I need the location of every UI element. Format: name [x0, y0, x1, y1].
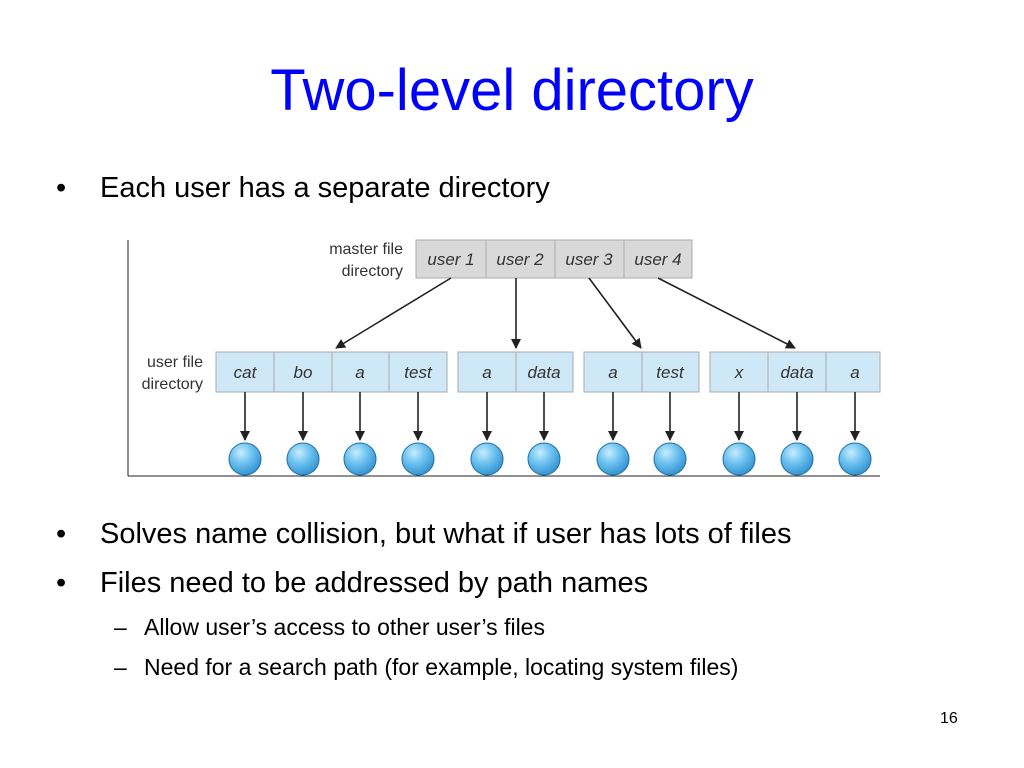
master-cell: [623, 239, 693, 279]
master-to-user-arrows: [335, 277, 796, 349]
user-file-directory: a test: [583, 351, 700, 393]
user-file-directory: cat bo a test: [215, 351, 448, 393]
sub-bullet-text: Allow user’s access to other user’s file…: [144, 614, 545, 640]
user-dir-cell: [388, 351, 448, 393]
file-nodes: [228, 442, 872, 476]
master-file-directory-label: master file: [329, 241, 403, 258]
dash-icon: –: [114, 654, 127, 680]
master-cell: [554, 239, 625, 279]
file-node: [838, 442, 872, 476]
sub-bullet-item: – Need for a search path (for example, l…: [114, 656, 738, 679]
pointer-arrow: [335, 277, 452, 349]
user-dir-cell-label: a: [608, 363, 617, 382]
file-node: [780, 442, 814, 476]
bullet-item: • Each user has a separate directory: [56, 174, 550, 203]
sub-bullet-item: – Allow user’s access to other user’s fi…: [114, 616, 545, 639]
file-node: [527, 442, 561, 476]
user-file-directory-label: directory: [142, 376, 203, 393]
user-dir-cell: [767, 351, 827, 393]
master-cell: [485, 239, 556, 279]
file-node: [470, 442, 504, 476]
file-node: [653, 442, 687, 476]
file-node: [596, 442, 630, 476]
page-number: 16: [940, 710, 958, 727]
master-cell-label: user 1: [427, 250, 474, 269]
user-file-directory: a data: [457, 351, 574, 393]
slide-title: Two-level directory: [270, 58, 754, 123]
master-file-directory: user 1 user 2 user 3 user 4: [415, 239, 693, 279]
master-cell-label: user 2: [496, 250, 544, 269]
user-dir-cell-label: a: [482, 363, 491, 382]
file-node: [343, 442, 377, 476]
user-dir-cell-label: data: [780, 363, 813, 382]
user-dir-cell-label: test: [656, 363, 685, 382]
user-dir-cell-label: bo: [294, 363, 313, 382]
user-file-directory-label: user file: [147, 354, 203, 371]
user-dir-cell-label: a: [850, 363, 859, 382]
file-node: [228, 442, 262, 476]
user-dir-cell: [273, 351, 333, 393]
bullet-item: • Files need to be addressed by path nam…: [56, 569, 648, 598]
user-dir-cell-label: data: [527, 363, 560, 382]
master-file-directory-label: directory: [342, 263, 403, 280]
pointer-arrow: [657, 277, 796, 349]
file-node: [722, 442, 756, 476]
file-node: [286, 442, 320, 476]
user-dir-cell-label: x: [734, 363, 744, 382]
user-dir-cell-label: test: [404, 363, 433, 382]
bullet-icon: •: [56, 567, 67, 599]
user-dir-cell-label: a: [355, 363, 364, 382]
pointer-arrow: [588, 277, 642, 349]
user-dir-cell: [515, 351, 574, 393]
file-node: [401, 442, 435, 476]
bullet-icon: •: [56, 172, 67, 204]
user-dir-cell-label: cat: [234, 363, 258, 382]
bullet-text: Each user has a separate directory: [100, 172, 550, 204]
dash-icon: –: [114, 614, 127, 640]
sub-bullet-text: Need for a search path (for example, loc…: [144, 654, 739, 680]
bullet-item: • Solves name collision, but what if use…: [56, 520, 792, 549]
bullet-icon: •: [56, 518, 67, 550]
user-dir-cell: [825, 351, 881, 393]
master-cell-label: user 3: [565, 250, 613, 269]
bullet-text: Solves name collision, but what if user …: [100, 518, 792, 550]
file-pointer-arrows: [240, 392, 860, 441]
bullet-text: Files need to be addressed by path names: [100, 567, 649, 599]
master-cell-label: user 4: [634, 250, 681, 269]
user-file-directory: x data a: [709, 351, 881, 393]
user-dir-cell: [641, 351, 700, 393]
